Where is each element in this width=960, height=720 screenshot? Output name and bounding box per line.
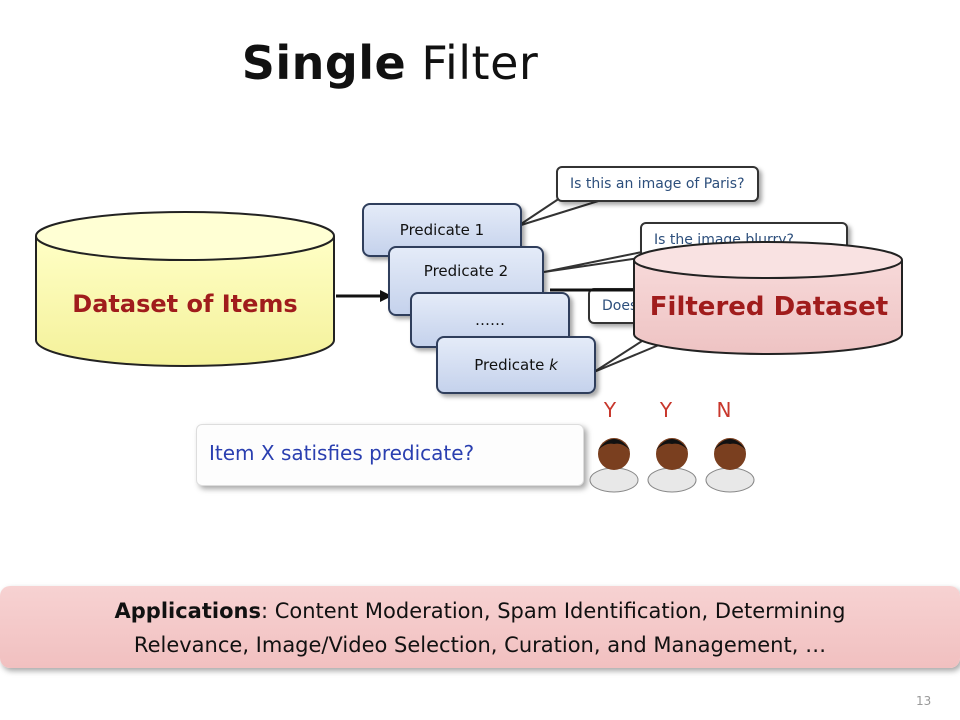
vote-2: Y — [659, 398, 673, 422]
slide-title: Single Filter — [0, 36, 780, 90]
applications-line1: Applications: Content Moderation, Spam I… — [0, 594, 960, 628]
question-box: Item X satisfies predicate? — [196, 424, 584, 486]
arrow-head — [380, 290, 392, 302]
vote-3: N — [716, 398, 732, 422]
applications-banner: Applications: Content Moderation, Spam I… — [0, 586, 960, 668]
title-bold: Single — [241, 36, 407, 90]
filtered-cylinder — [633, 241, 903, 355]
dataset-label: Dataset of Items — [72, 290, 298, 318]
applications-label: Applications — [114, 599, 261, 623]
vote-1: Y — [603, 398, 617, 422]
predicate-ellipsis-label: …… — [475, 311, 505, 329]
predicate-k: Predicate k — [436, 336, 596, 394]
workers — [589, 438, 755, 493]
dataset-cylinder — [35, 211, 335, 367]
worker-icon — [647, 438, 697, 493]
predicate-k-label: Predicate k — [474, 356, 558, 374]
worker-icon — [705, 438, 755, 493]
title-rest: Filter — [421, 36, 539, 90]
applications-line2: Relevance, Image/Video Selection, Curati… — [133, 633, 827, 657]
applications-text1: : Content Moderation, Spam Identificatio… — [260, 599, 846, 623]
predicate-1-label: Predicate 1 — [399, 221, 485, 239]
filtered-label: Filtered Dataset — [649, 292, 889, 322]
worker-icon — [589, 438, 639, 493]
bubble-paris: Is this an image of Paris? — [556, 166, 759, 202]
page-number: 13 — [916, 694, 932, 708]
question-text: Item X satisfies predicate? — [209, 441, 475, 465]
predicate-2-label: Predicate 2 — [423, 262, 509, 280]
